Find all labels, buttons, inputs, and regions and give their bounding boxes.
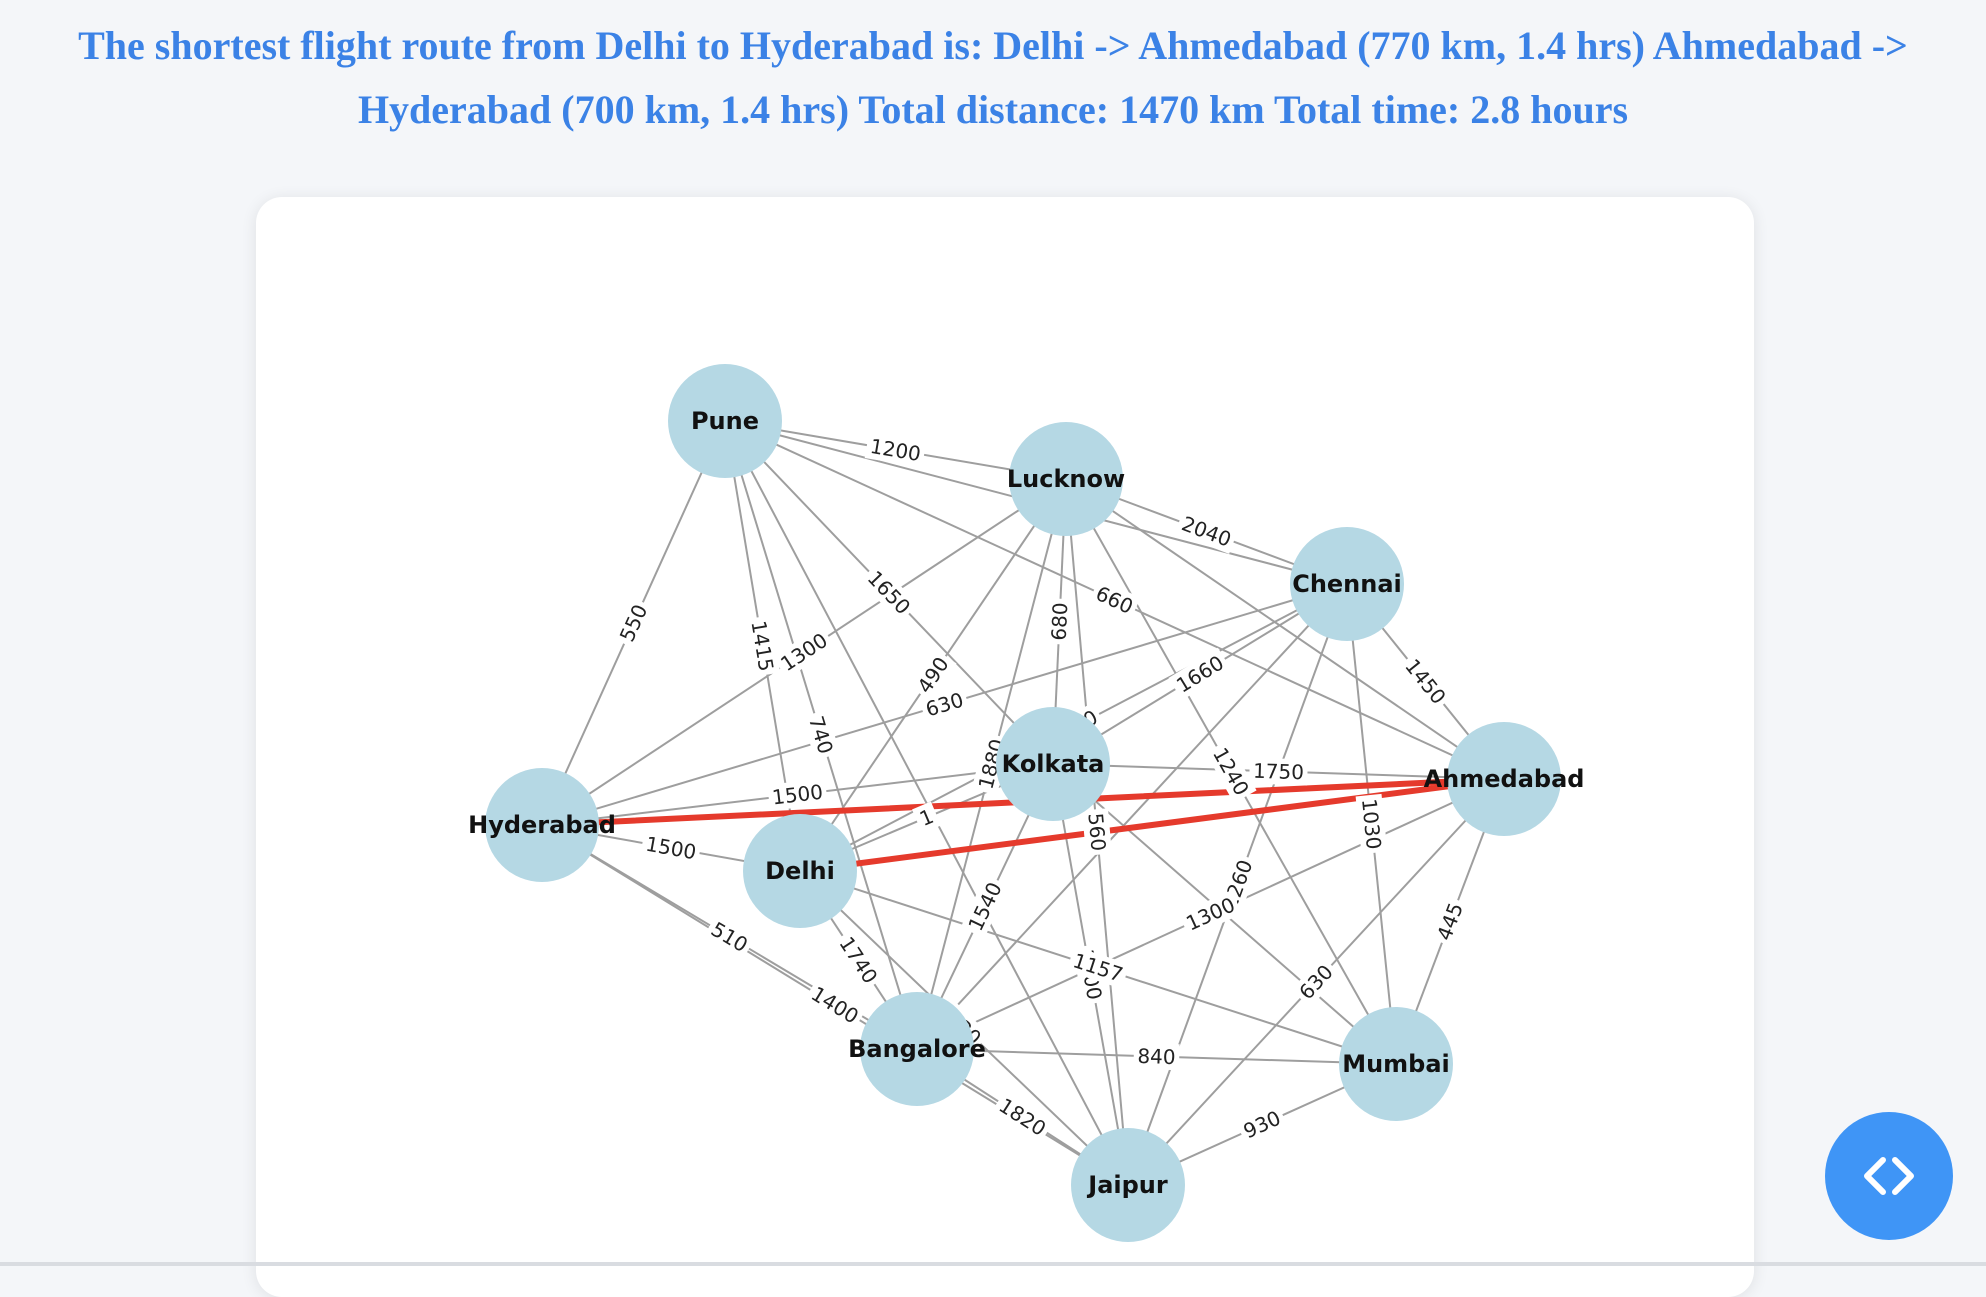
- node-label-lucknow: Lucknow: [1007, 465, 1125, 493]
- edge-label-mumbai-jaipur: 930: [1235, 1103, 1289, 1146]
- edge-label-ahmedabad-bangalore: 1300: [1178, 890, 1243, 938]
- edge-label-chennai-mumbai: 1030: [1355, 793, 1388, 855]
- node-circle: [1447, 722, 1561, 836]
- edge-label-chennai-kolkata: 1660: [1168, 647, 1232, 701]
- node-circle: [1009, 422, 1123, 536]
- node-kolkata[interactable]: Kolkata: [996, 707, 1110, 821]
- edge-lucknow-ahmedabad: [1065, 478, 1505, 780]
- edge-label-pune-ahmedabad: 660: [1088, 578, 1141, 622]
- edge-label-pune-lucknow: 1200: [864, 432, 927, 468]
- node-label-bangalore: Bangalore: [848, 1035, 986, 1063]
- node-pune[interactable]: Pune: [668, 364, 782, 478]
- node-circle: [668, 364, 782, 478]
- bottom-divider: [0, 1262, 1986, 1266]
- node-circle: [485, 768, 599, 882]
- shortest-route-result: The shortest flight route from Delhi to …: [78, 23, 1908, 132]
- edge-pune-jaipur: [724, 420, 1129, 1186]
- node-delhi[interactable]: Delhi: [743, 814, 857, 928]
- edge-label-text: 1400: [807, 981, 863, 1028]
- edge-label-ahmedabad-mumbai: 445: [1429, 895, 1471, 948]
- node-mumbai[interactable]: Mumbai: [1339, 1007, 1453, 1121]
- node-circle: [996, 707, 1110, 821]
- edge-label-delhi-bangalore: 1740: [831, 928, 886, 992]
- edge-label-kolkata-delhi: 1: [911, 801, 942, 834]
- edge-label-ahmedabad-kolkata: 1750: [1249, 757, 1308, 786]
- edge-label-text: 1300: [1182, 892, 1238, 935]
- edge-label-text: 1660: [1172, 650, 1228, 697]
- route-segment-delhi-ahmedabad: [797, 776, 1507, 874]
- edge-label-text: 840: [1137, 1044, 1176, 1069]
- edge-label-hyderabad-delhi: 1500: [640, 830, 702, 866]
- edge-label-bangalore-jaipur: 1820: [991, 1090, 1054, 1144]
- edge-label-kolkata-bangalore: 1540: [960, 874, 1010, 939]
- edge-label-text: 1500: [771, 780, 824, 810]
- node-bangalore[interactable]: Bangalore: [848, 992, 986, 1106]
- node-circle: [1290, 527, 1404, 641]
- edge-label-text: 1415: [746, 619, 778, 673]
- edge-label-text: 2040: [1178, 511, 1234, 551]
- edge-label-text: 1500: [644, 832, 698, 865]
- node-label-delhi: Delhi: [765, 857, 835, 885]
- edge-chennai-bangalore: [916, 583, 1348, 1050]
- node-label-pune: Pune: [691, 407, 759, 435]
- edge-label-lucknow-kolkata: 680: [1045, 598, 1074, 645]
- edge-label-kolkata-hyderabad: 1500: [767, 778, 828, 811]
- edge-label-bangalore-mumbai: 840: [1133, 1042, 1180, 1071]
- edge-label-lucknow-hyderabad: 1300: [772, 625, 836, 679]
- node-hyderabad[interactable]: Hyderabad: [468, 768, 616, 882]
- node-ahmedabad[interactable]: Ahmedabad: [1424, 722, 1585, 836]
- node-circle: [743, 814, 857, 928]
- node-lucknow[interactable]: Lucknow: [1007, 422, 1125, 536]
- edge-label-text: 560: [1083, 812, 1110, 852]
- edge-label-text: 445: [1432, 899, 1468, 943]
- edge-label-chennai-ahmedabad: 1450: [1397, 650, 1454, 713]
- edge-label-pune-hyderabad: 550: [612, 596, 655, 650]
- node-label-mumbai: Mumbai: [1342, 1050, 1450, 1078]
- node-circle: [860, 992, 974, 1106]
- edge-label-text: 1030: [1357, 797, 1386, 850]
- node-label-kolkata: Kolkata: [1002, 750, 1105, 778]
- edge-label-text: 740: [804, 713, 838, 757]
- edge-label-hyderabad-jaipur: 1400: [803, 978, 867, 1032]
- edge-label-pune-delhi: 1415: [744, 615, 781, 677]
- edge-label-pune-bangalore: 740: [801, 709, 841, 761]
- node-chennai[interactable]: Chennai: [1290, 527, 1404, 641]
- edge-label-text: 1750: [1253, 759, 1305, 785]
- edge-label-lucknow-jaipur: 560: [1082, 808, 1112, 856]
- node-label-jaipur: Jaipur: [1086, 1171, 1168, 1199]
- edge-label-text: 680: [1047, 602, 1073, 641]
- node-label-chennai: Chennai: [1292, 570, 1402, 598]
- edge-label-hyderabad-bangalore: 510: [703, 914, 756, 960]
- code-brackets-icon: [1864, 1157, 1914, 1195]
- node-jaipur[interactable]: Jaipur: [1071, 1128, 1185, 1242]
- node-circle: [1339, 1007, 1453, 1121]
- node-label-hyderabad: Hyderabad: [468, 811, 616, 839]
- code-toggle-button[interactable]: [1825, 1112, 1953, 1240]
- node-circle: [1071, 1128, 1185, 1242]
- node-label-ahmedabad: Ahmedabad: [1424, 765, 1585, 793]
